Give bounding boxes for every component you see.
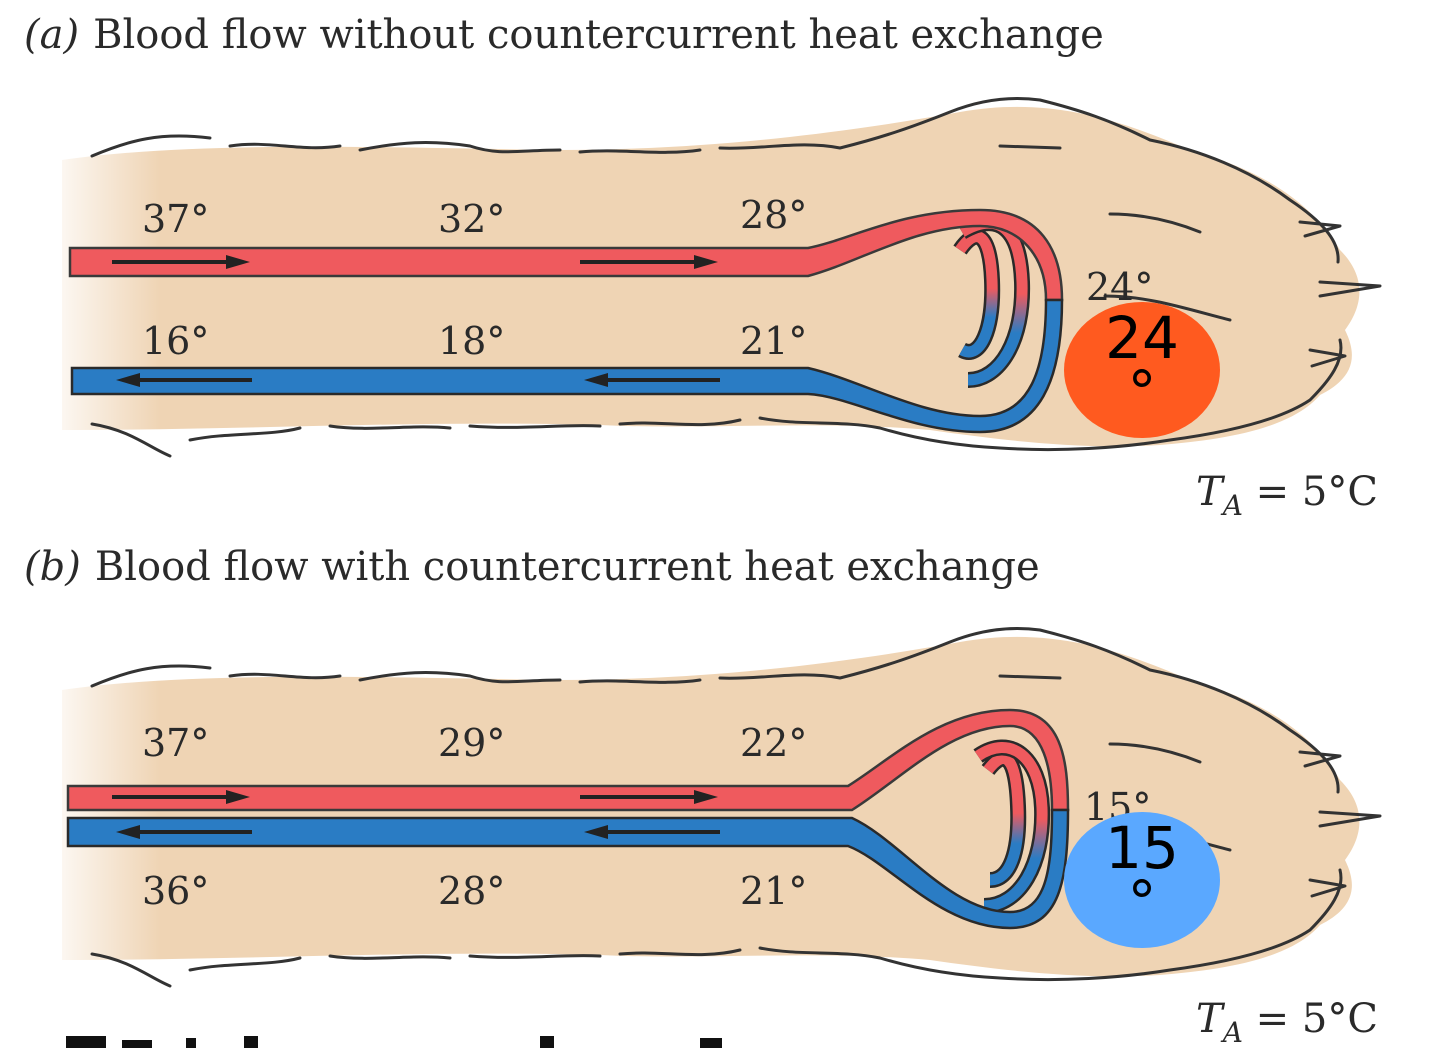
circle-number-b: 15 — [1105, 814, 1179, 882]
fur-paw-a — [998, 144, 1382, 368]
arrowhead-artery-a-1 — [226, 255, 250, 269]
vein-temp-b-2: 28° — [438, 869, 505, 913]
limb-fade-a — [40, 150, 160, 450]
artery-temp-a-1: 37° — [142, 197, 209, 241]
panel-a: (a)Blood flow without countercurrent hea… — [24, 12, 1382, 522]
vein-temp-a-1: 16° — [142, 319, 209, 363]
artery-temp-a-3: 28° — [740, 193, 807, 237]
flow-arrows-b — [112, 790, 720, 839]
vein-a — [70, 298, 1064, 434]
arrowhead-vein-b-2 — [584, 825, 608, 839]
cropped-text-fragment — [66, 1036, 722, 1048]
flow-arrows-a — [112, 255, 720, 387]
artery-temp-b-1: 37° — [142, 721, 209, 765]
capillary-b-1 — [983, 753, 1024, 886]
arrowhead-vein-b-1 — [116, 825, 140, 839]
panel-b-title: (b)Blood flow with countercurrent heat e… — [24, 544, 1040, 590]
vein-temp-b-1: 36° — [142, 869, 209, 913]
capillary-a-1 — [955, 231, 998, 358]
arrowhead-artery-b-1 — [226, 790, 250, 804]
fur-bottom-a — [90, 338, 1343, 458]
artery-temp-b-2: 29° — [438, 721, 505, 765]
panel-a-title: (a)Blood flow without countercurrent hea… — [24, 12, 1104, 58]
arrowhead-artery-a-2 — [694, 255, 718, 269]
fur-top-a — [90, 97, 1340, 264]
arrowhead-vein-a-1 — [116, 373, 140, 387]
fur-top-b — [90, 627, 1340, 794]
circle-number-a: 24 — [1105, 304, 1179, 372]
artery-temp-b-3: 22° — [740, 721, 807, 765]
paw-temp-a: 24° — [1086, 265, 1153, 309]
paw-temp-circle-a — [1064, 302, 1220, 438]
vein-b — [66, 808, 1070, 930]
fur-bottom-b — [90, 868, 1343, 988]
artery-temp-a-2: 32° — [438, 197, 505, 241]
panel-b: (b)Blood flow with countercurrent heat e… — [24, 544, 1382, 1048]
vein-temp-a-3: 21° — [740, 319, 807, 363]
vein-temp-a-2: 18° — [438, 319, 505, 363]
ambient-temp-a: TA = 5°C — [1196, 469, 1378, 522]
paw-temp-circle-b — [1064, 812, 1220, 948]
circle-degree-a: ° — [1128, 358, 1157, 426]
circle-degree-b: ° — [1128, 868, 1157, 936]
capillary-b-2 — [974, 742, 1048, 912]
arrowhead-artery-b-2 — [694, 790, 718, 804]
vein-temp-b-3: 21° — [740, 869, 807, 913]
ambient-temp-b: TA = 5°C — [1196, 996, 1378, 1048]
arrowhead-vein-a-2 — [584, 373, 608, 387]
